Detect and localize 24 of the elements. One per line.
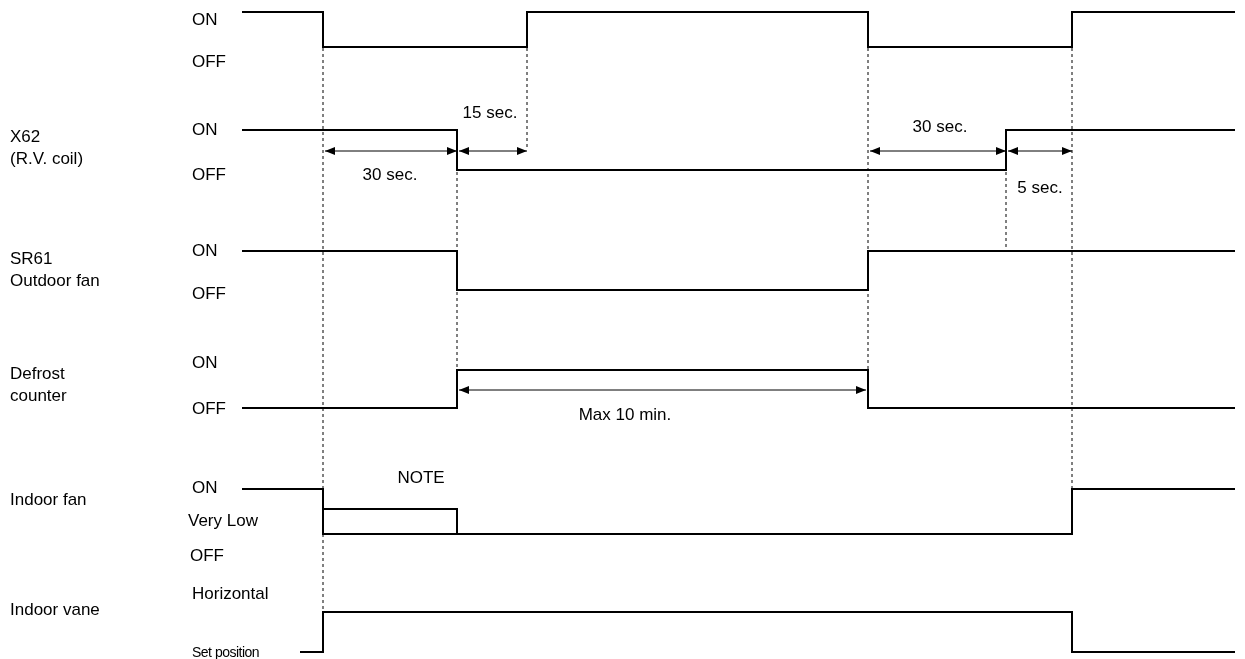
state-label: ON bbox=[192, 477, 218, 499]
state-label: Indoor vane bbox=[10, 599, 100, 621]
state-label: ON bbox=[192, 9, 218, 31]
state-label: OFF bbox=[190, 545, 224, 567]
timing-label: 30 sec. bbox=[912, 116, 968, 138]
timing-label: 15 sec. bbox=[462, 102, 518, 124]
state-label: Set position bbox=[192, 643, 260, 659]
state-label: ON bbox=[192, 240, 218, 262]
state-label: Indoor fan bbox=[10, 489, 87, 511]
timing-label: Max 10 min. bbox=[578, 404, 672, 426]
signal-name: Defrost counter bbox=[10, 363, 67, 407]
timing-label: NOTE bbox=[397, 467, 445, 489]
state-label: OFF bbox=[192, 398, 226, 420]
timing-label: 5 sec. bbox=[1017, 177, 1063, 199]
state-label: ON bbox=[192, 119, 218, 141]
state-label: OFF bbox=[192, 283, 226, 305]
signal-name: X62 (R.V. coil) bbox=[10, 126, 84, 170]
signal-name: SR61 Outdoor fan bbox=[10, 248, 100, 292]
state-label: OFF bbox=[192, 51, 226, 73]
state-label: OFF bbox=[192, 164, 226, 186]
state-label: ON bbox=[192, 352, 218, 374]
timing-label: 30 sec. bbox=[362, 164, 418, 186]
state-label: Horizontal bbox=[192, 583, 269, 605]
state-label: Very Low bbox=[188, 510, 258, 532]
